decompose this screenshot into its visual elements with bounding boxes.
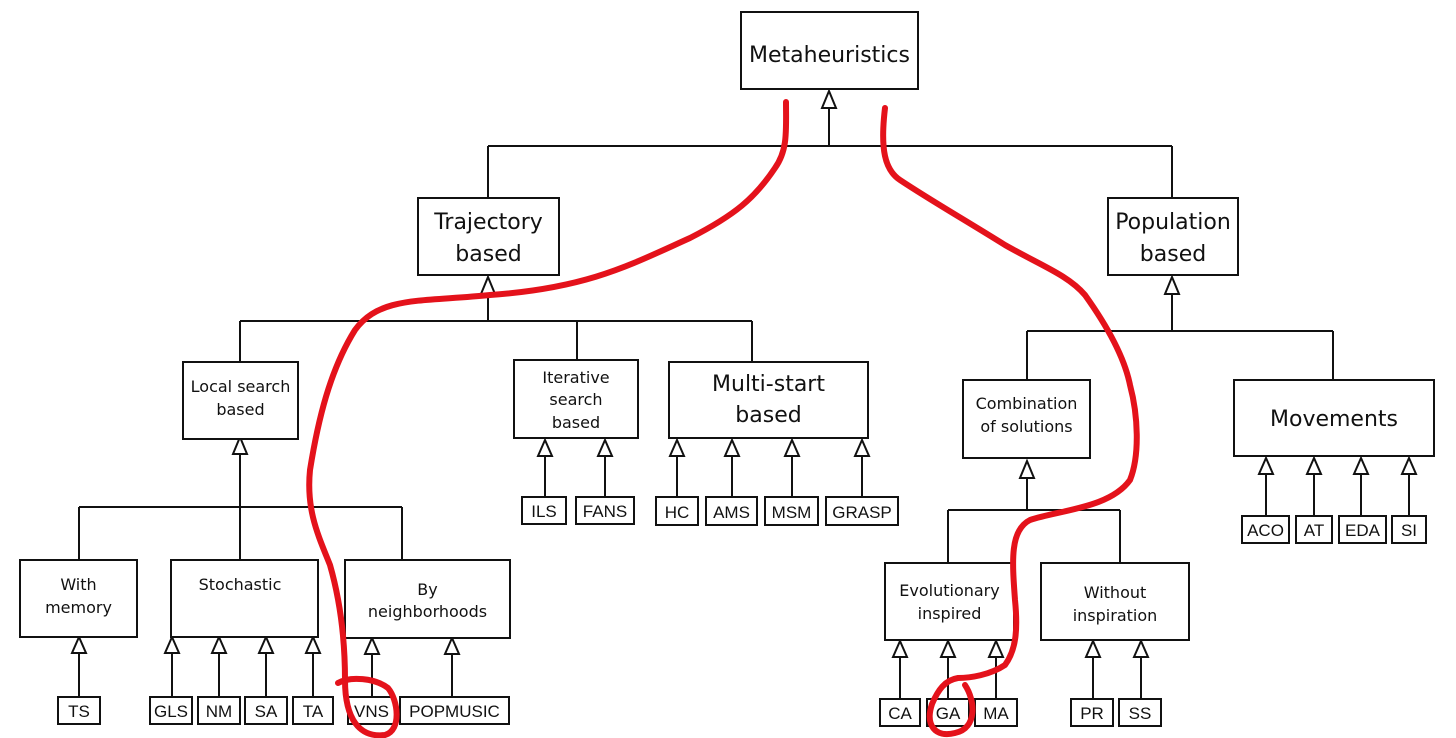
leaf-ca-label: CA [888,704,912,723]
node-metaheuristics-label: Metaheuristics [749,43,910,68]
node-neighborhoods-label-line1: By [417,580,437,599]
node-movements-label: Movements [1270,407,1398,432]
node-without-inspiration-label-line2: inspiration [1073,606,1158,625]
leaf-ss: SS [1118,698,1162,727]
red-path-to-ga [880,105,1140,738]
leaf-eda: EDA [1338,515,1387,544]
leaf-fans: FANS [575,496,635,525]
node-iterative-label-line3: based [552,413,600,432]
leaf-ta: TA [292,696,334,725]
leaf-nm-label: NM [206,702,232,721]
leaf-grasp: GRASP [825,496,899,526]
leaf-pr: PR [1070,698,1114,727]
node-evolutionary-label-line1: Evolutionary [899,581,999,600]
leaf-nm: NM [197,696,241,725]
leaf-ams: AMS [705,496,758,526]
leaf-ta-label: TA [303,702,324,721]
leaf-msm: MSM [764,496,819,526]
leaf-popmusic-label: POPMUSIC [409,702,500,721]
red-annotation [306,99,1140,738]
node-local-search-based: Local search based [182,361,299,440]
leaf-si-label: SI [1401,521,1417,540]
node-with-memory-label-line1: With [60,575,96,594]
leaf-gls: GLS [149,696,193,725]
node-with-memory: With memory [19,559,138,638]
leaf-popmusic: POPMUSIC [399,696,510,725]
connectors [78,106,1410,699]
leaf-ma: MA [974,698,1018,727]
node-multi-start-label-line1: Multi-start [712,372,825,397]
node-trajectory-based: Trajectory based [417,197,560,276]
node-stochastic: Stochastic [170,559,319,638]
leaf-nodes: TS GLS NM SA TA VNS POPMUSIC ILS [57,496,1427,727]
node-without-inspiration-label-line1: Without [1084,583,1147,602]
leaf-ga-label: GA [936,704,961,723]
leaf-ams-label: AMS [713,503,750,522]
leaf-ils-label: ILS [531,502,557,521]
leaf-at-label: AT [1304,521,1324,540]
leaf-ts: TS [57,696,101,725]
node-without-inspiration: Without inspiration [1040,562,1190,641]
node-population-based: Population based [1107,197,1239,276]
arrowheads [70,88,1418,658]
node-evolutionary-label-line2: inspired [918,604,982,623]
node-multi-start-label-line2: based [735,403,801,428]
node-iterative-label-line2: search [549,390,602,409]
node-by-neighborhoods: By neighborhoods [344,559,511,639]
node-multi-start-based: Multi-start based [668,361,869,439]
leaf-ca: CA [879,698,921,727]
red-path-to-vns [306,99,790,738]
leaf-at: AT [1295,515,1333,544]
node-movements: Movements [1233,379,1435,457]
node-iterative-label-line1: Iterative [542,368,609,387]
leaf-pr-label: PR [1080,704,1104,723]
leaf-eda-label: EDA [1345,521,1381,540]
node-population-based-label-line2: based [1140,242,1206,267]
leaf-ss-label: SS [1129,704,1152,723]
node-trajectory-based-label-line2: based [455,242,521,267]
leaf-sa-label: SA [255,702,278,721]
leaf-sa: SA [244,696,288,725]
leaf-hc-label: HC [665,503,690,522]
node-local-search-label-line2: based [216,400,264,419]
leaf-gls-label: GLS [154,702,188,721]
node-combination-label-line2: of solutions [980,417,1072,436]
leaf-aco: ACO [1241,515,1290,544]
leaf-vns-label: VNS [354,702,389,721]
leaf-grasp-label: GRASP [832,503,892,522]
node-with-memory-label-line2: memory [45,598,112,617]
leaf-ils: ILS [521,496,567,525]
leaf-si: SI [1391,515,1427,544]
node-population-based-label-line1: Population [1115,210,1231,235]
node-stochastic-label: Stochastic [199,575,282,594]
leaf-ma-label: MA [983,704,1009,723]
node-neighborhoods-label-line2: neighborhoods [368,602,487,621]
leaf-hc: HC [655,496,699,526]
leaf-aco-label: ACO [1247,521,1284,540]
node-trajectory-based-label-line1: Trajectory [433,210,543,235]
node-combination-of-solutions: Combination of solutions [962,379,1091,459]
node-local-search-label-line1: Local search [191,377,291,396]
node-evolutionary-inspired: Evolutionary inspired [884,562,1015,641]
node-metaheuristics: Metaheuristics [740,11,919,90]
node-iterative-search-based: Iterative search based [513,359,639,439]
leaf-ts-label: TS [68,702,90,721]
leaf-msm-label: MSM [772,503,812,522]
node-combination-label-line1: Combination [976,394,1078,413]
leaf-fans-label: FANS [583,502,627,521]
